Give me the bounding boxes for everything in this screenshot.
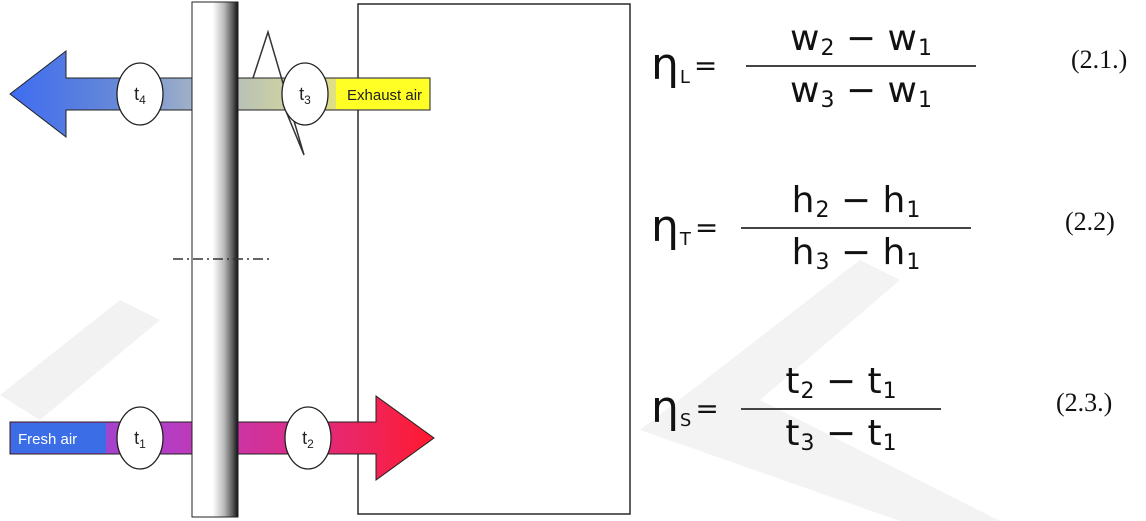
sensor-t4: t4 (116, 62, 164, 126)
denominator: t3 − t1 (785, 413, 897, 456)
fraction: w2 − w1 w3 − w1 (746, 15, 976, 115)
sensor-t1: t1 (116, 406, 164, 470)
fraction-bar (741, 408, 941, 410)
svg-text:t4: t4 (134, 84, 146, 107)
equation-number: (2.2) (1065, 207, 1115, 236)
equation-number: (2.3.) (1056, 388, 1113, 417)
eta-symbol: ηS (651, 382, 692, 433)
fraction: t2 − t1 t3 − t1 (741, 358, 941, 458)
exhaust-air-label: Exhaust air (347, 87, 422, 104)
equation-lhs: ηT = (651, 177, 718, 277)
svg-text:t1: t1 (134, 428, 146, 451)
svg-text:t2: t2 (302, 428, 314, 451)
denominator: h3 − h1 (791, 232, 921, 275)
numerator: h2 − h1 (791, 180, 921, 223)
equation-lhs: ηL = (651, 15, 717, 115)
fraction-bar (746, 65, 976, 67)
equation-lhs: ηS = (651, 358, 719, 458)
svg-text:t3: t3 (299, 84, 311, 107)
fresh-air-label: Fresh air (18, 431, 77, 448)
fraction-bar (741, 227, 971, 229)
sensor-t3: t3 (281, 62, 329, 126)
sensor-t2: t2 (284, 406, 332, 470)
fresh-air-label-box (11, 423, 106, 453)
numerator: t2 − t1 (785, 361, 897, 404)
eta-symbol: ηT (651, 201, 691, 252)
denominator: w3 − w1 (790, 70, 932, 113)
eta-symbol: ηL (651, 39, 690, 90)
numerator: w2 − w1 (790, 18, 932, 61)
exhaust-air-label-box (336, 79, 429, 109)
equals-sign: = (695, 391, 719, 425)
equation-number: (2.1.) (1071, 45, 1128, 74)
equals-sign: = (694, 210, 719, 244)
fraction: h2 − h1 h3 − h1 (741, 177, 971, 277)
equals-sign: = (693, 48, 718, 82)
